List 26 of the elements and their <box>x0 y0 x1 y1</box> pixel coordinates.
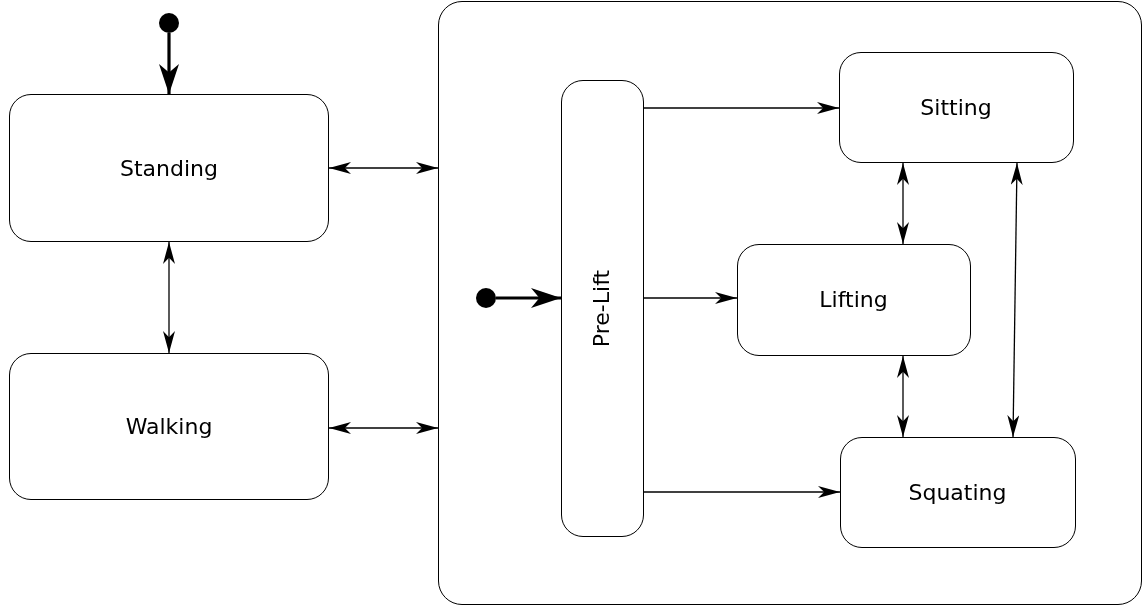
state-label: Squating <box>908 479 1007 505</box>
state-box <box>9 353 329 500</box>
state-label: Lifting <box>819 287 888 312</box>
state-box <box>838 51 1074 163</box>
state-box <box>9 94 329 242</box>
state-label: Walking <box>125 414 213 439</box>
state-label: Standing <box>120 155 218 181</box>
transition-arrow <box>163 241 175 354</box>
initial-state-dot <box>159 13 179 33</box>
transition-arrow <box>897 162 909 245</box>
transition-arrow <box>643 102 840 114</box>
transition-arrow <box>328 422 439 434</box>
state-box <box>839 436 1076 548</box>
transition-arrow <box>496 288 561 308</box>
transition-arrow <box>328 162 439 174</box>
transition-arrow <box>643 486 841 498</box>
state-box <box>736 243 971 356</box>
transition-arrow <box>643 292 738 304</box>
transition-arrow <box>897 355 909 438</box>
initial-state-dot <box>475 287 496 308</box>
state-label: Sitting <box>920 94 992 120</box>
transition-arrow <box>159 33 179 94</box>
composite-state-box <box>438 1 1142 605</box>
state-box <box>560 79 644 537</box>
transition-arrow <box>1007 162 1023 438</box>
state-label: Pre-Lift <box>589 269 615 347</box>
